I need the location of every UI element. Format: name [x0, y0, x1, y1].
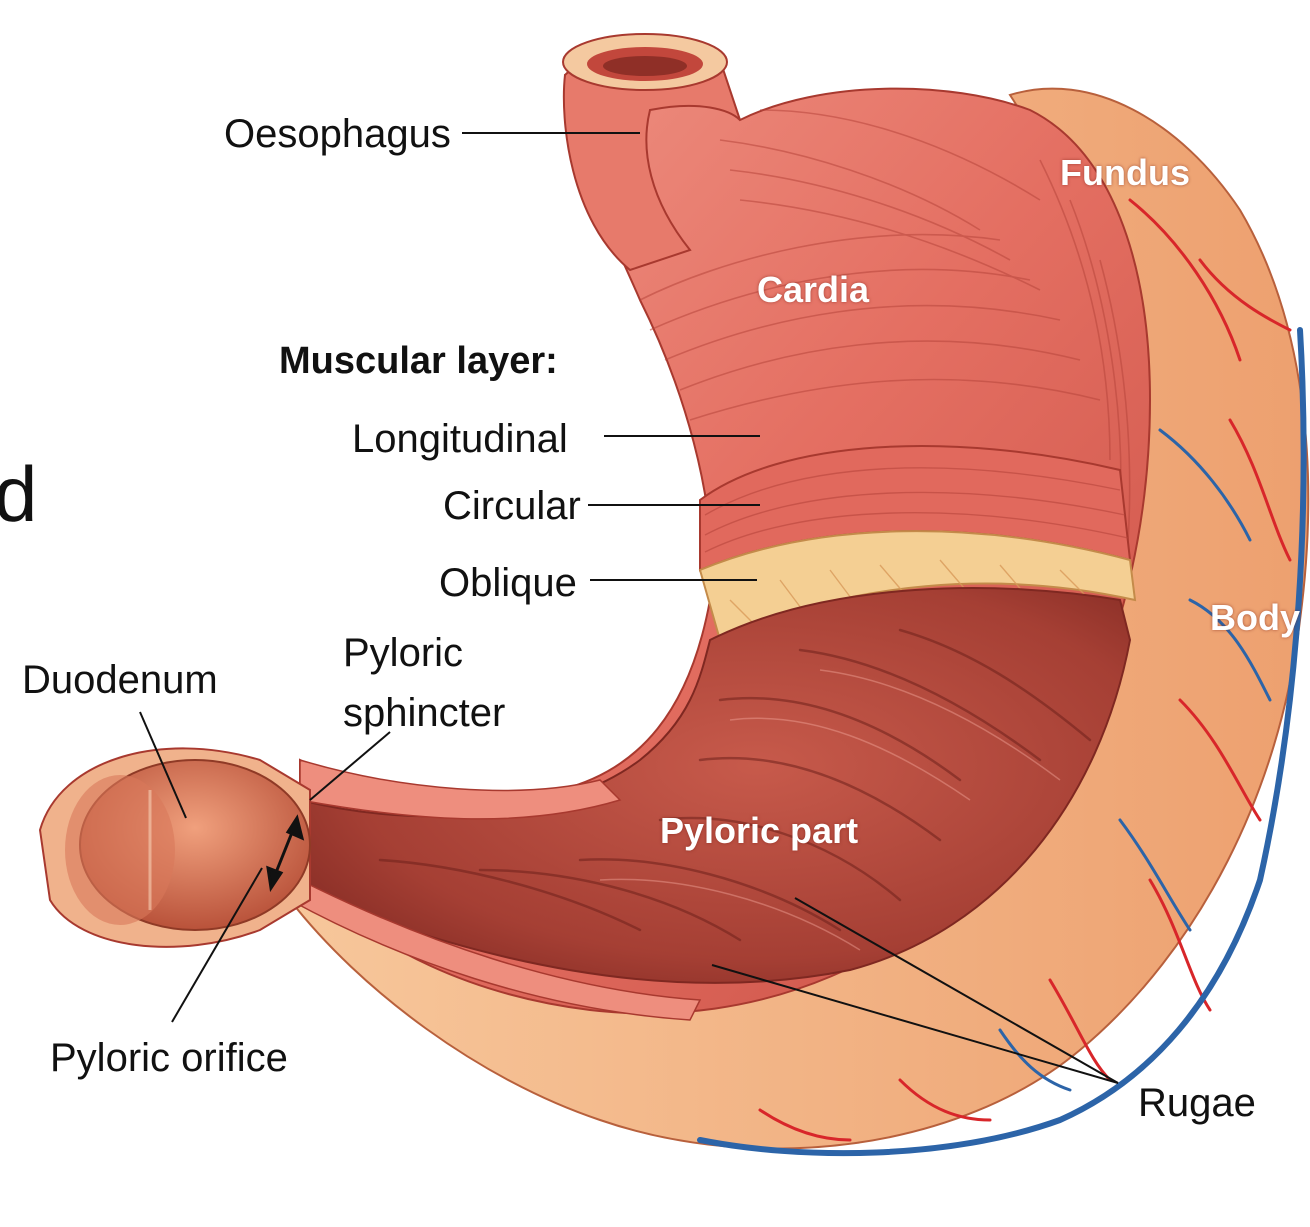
label-oblique: Oblique: [439, 561, 577, 605]
label-pyloric-orifice: Pyloric orifice: [50, 1036, 288, 1080]
label-pyloric-part: Pyloric part: [660, 810, 859, 851]
label-fundus: Fundus: [1060, 152, 1190, 193]
label-oesophagus: Oesophagus: [224, 112, 451, 156]
label-pyloric-sphincter-line1: Pyloric: [343, 631, 464, 675]
pyloric-orifice-arrow: [266, 814, 305, 893]
label-pyloric-sphincter-line2: sphincter: [343, 691, 506, 735]
leader-lines: [139, 132, 1119, 1084]
rugae-folds: [378, 628, 1092, 942]
pyloric-canal: [299, 758, 622, 820]
blood-vessels: [697, 198, 1307, 1157]
cut-off-letter: d: [0, 450, 38, 538]
label-muscular-layer: Muscular layer:: [279, 340, 558, 382]
label-duodenum: Duodenum: [22, 658, 218, 702]
label-cardia: Cardia: [757, 269, 870, 310]
label-longitudinal: Longitudinal: [352, 417, 568, 461]
label-body: Body: [1210, 597, 1300, 638]
label-rugae: Rugae: [1138, 1081, 1256, 1125]
longitudinal-fibers: [639, 109, 1131, 581]
label-circular: Circular: [443, 484, 581, 528]
